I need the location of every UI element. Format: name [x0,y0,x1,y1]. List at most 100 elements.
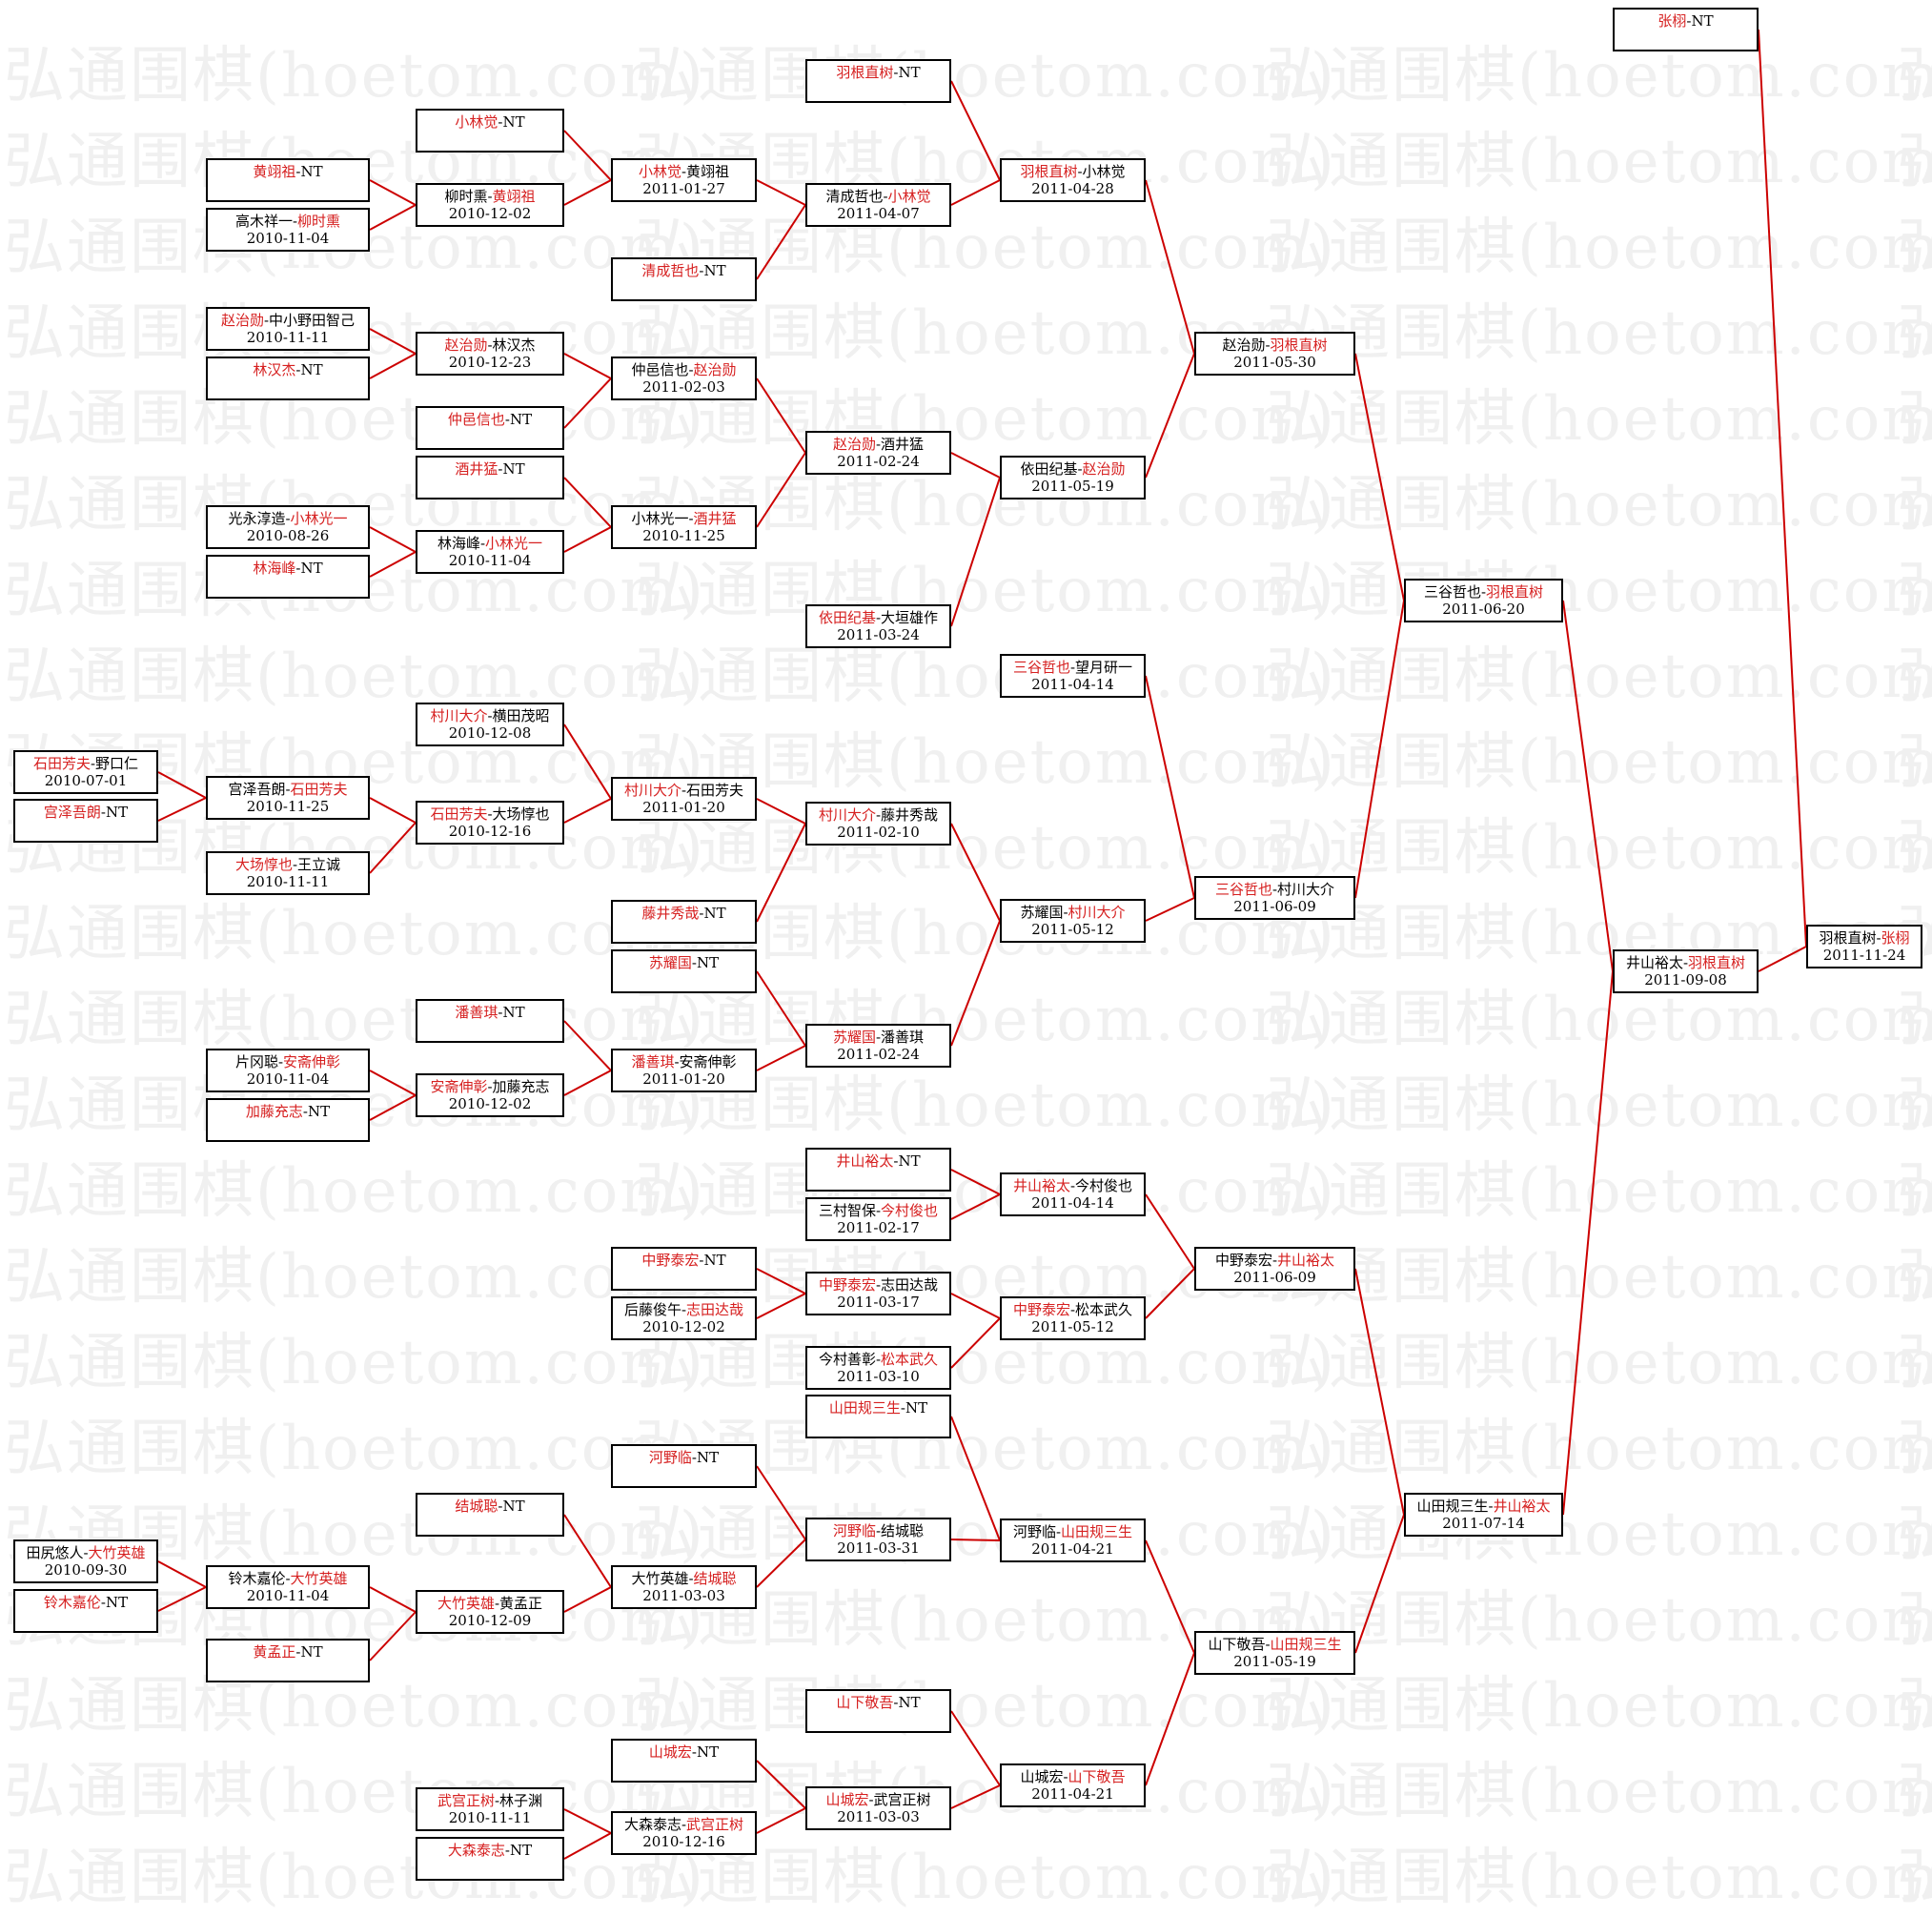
player-2-name: 藤井秀哉 [881,806,939,824]
bracket-connector [1145,1652,1195,1786]
match-players: 井山裕太-NT [807,1152,949,1170]
player-1-name: 后藤俊午 [623,1301,681,1318]
match-players: 山城宏-NT [613,1743,755,1761]
match-date: 2011-05-19 [1031,478,1114,495]
player-1-name: 片冈聪 [234,1053,278,1070]
separator: - [1271,1252,1278,1269]
match-box: 黄翊祖-NT [206,158,370,202]
match-box: 井山裕太-NT [805,1148,951,1192]
player-1-name: 藤井秀哉 [641,905,700,922]
player-1-name: 三村智保 [818,1202,876,1219]
match-date: 2011-06-09 [1233,898,1316,915]
player-1-name: 三谷哲也 [1012,659,1070,676]
separator: - [1271,881,1278,898]
player-1-name: 安斋伸彰 [430,1078,488,1095]
match-box: 仲邑信也-NT [416,406,564,450]
bracket-connector [563,1808,612,1834]
match-box: 黄孟正-NT [206,1639,370,1682]
match-players: 藤井秀哉-NT [613,905,755,922]
match-players: 依田纪基-大垣雄作 [807,609,949,626]
player-1-name: 依田纪基 [1020,460,1078,478]
bracket-connector [369,797,417,824]
match-players: 村川大介-横田茂昭 [417,707,562,724]
player-2-name: NT [502,1004,525,1021]
match-players: 结城聪-NT [417,1498,562,1515]
bracket-connector [1145,675,1195,899]
match-date: 2010-11-25 [642,527,725,544]
match-date: 2011-02-17 [837,1219,920,1236]
bracket-connector [950,823,1001,922]
separator: - [893,1694,899,1711]
player-1-name: 赵治勋 [1222,336,1266,354]
player-2-name: 小林觉 [1082,163,1126,180]
player-2-name: NT [105,1594,129,1611]
match-players: 加藤充志-NT [208,1103,368,1120]
player-1-name: 中野泰宏 [1214,1252,1272,1269]
separator: - [875,1202,882,1219]
match-players: 河野临-结城聪 [807,1522,949,1539]
match-date: 2010-07-01 [44,772,128,789]
player-2-name: 酒井猛 [881,436,925,453]
player-2-name: 黄翊祖 [686,163,730,180]
match-date: 2011-04-21 [1031,1785,1114,1803]
player-1-name: 加藤充志 [245,1103,303,1120]
player-1-name: 潘善琪 [631,1053,675,1070]
player-2-name: 结城聪 [881,1522,925,1539]
match-box: 加藤充志-NT [206,1098,370,1142]
bracket-connector [157,797,207,822]
player-2-name: 小林光一 [485,535,543,552]
match-date: 2010-12-02 [448,205,532,222]
match-date: 2010-12-09 [448,1612,532,1629]
match-players: 大森泰志-NT [417,1842,562,1859]
bracket-connector [563,1020,612,1071]
match-date: 2011-03-03 [837,1808,920,1825]
separator: - [487,805,493,823]
match-box: 藤井秀哉-NT [611,900,757,944]
player-1-name: 潘善琪 [455,1004,498,1021]
match-players: 清成哲也-小林觉 [807,188,949,205]
match-players: 小林觉-NT [417,113,562,131]
separator: - [277,1053,284,1070]
match-players: 清成哲也-NT [613,262,755,279]
separator: - [699,1252,704,1269]
player-1-name: 张栩 [1657,12,1687,30]
match-date: 2011-05-30 [1233,354,1316,371]
match-date: 2011-03-24 [837,626,920,643]
player-1-name: 黄翊祖 [253,163,296,180]
match-players: 山田规三生-NT [807,1399,949,1417]
match-players: 中野泰宏-志田达哉 [807,1276,949,1294]
separator: - [100,1594,106,1611]
player-2-name: 安斋伸彰 [679,1053,737,1070]
bracket-connector [563,1586,612,1613]
separator: - [498,1498,503,1515]
match-players: 赵治勋-中小野田智己 [208,312,368,329]
player-2-name: 小林光一 [290,510,348,527]
player-2-name: 酒井猛 [693,510,737,527]
bracket-connector [756,1465,806,1540]
match-players: 林汉杰-NT [208,361,368,378]
match-players: 石田芳夫-大场惇也 [417,805,562,823]
bracket-connector [756,1807,806,1834]
player-2-name: NT [905,1399,928,1417]
separator: - [487,336,493,354]
match-date: 2011-01-20 [642,799,725,816]
match-players: 村川大介-石田芳夫 [613,782,755,799]
bracket-connector [563,798,612,824]
player-1-name: 石田芳夫 [32,755,91,772]
match-players: 武宫正树-林子渊 [417,1792,562,1809]
bracket-connector [950,1169,1001,1195]
player-2-name: 黄翊祖 [492,188,536,205]
match-players: 山下敬吾-山田规三生 [1196,1636,1353,1653]
match-date: 2010-11-04 [246,230,330,247]
bracket-connector [756,1268,806,1294]
